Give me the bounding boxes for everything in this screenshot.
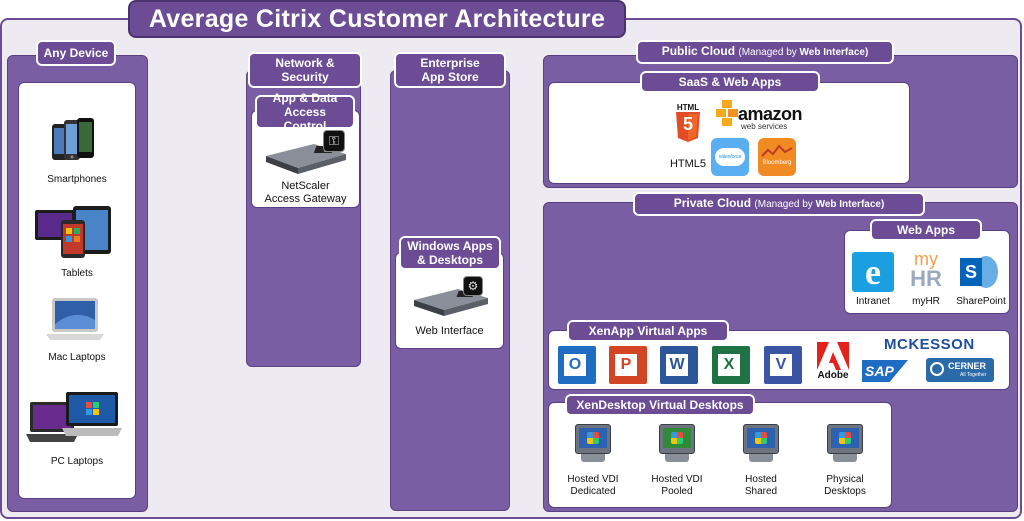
access-control-line2: Access Control (261, 105, 349, 133)
word-letter: W (666, 354, 688, 376)
bloomberg-text: Bloomberg (758, 160, 796, 166)
desktop-label-line1: Hosted (721, 474, 801, 486)
myhr-label: myHR (896, 296, 956, 308)
any-device-header: Any Device (36, 40, 116, 66)
desktop-label-line2: Shared (721, 486, 801, 498)
intranet-ie-icon: e (852, 252, 894, 292)
access-control-line1: App & Data (261, 91, 349, 105)
xendesktop-header-text: XenDesktop Virtual Desktops (576, 398, 743, 412)
private-cloud-close: ) (881, 199, 884, 210)
web-interface-label: Web Interface (395, 325, 504, 337)
xendesktop-header: XenDesktop Virtual Desktops (565, 394, 755, 416)
desktop-label-line1: Physical (805, 474, 885, 486)
web-interface-gear-icon: ⚙ (463, 276, 483, 296)
salesforce-text: salesforce (719, 154, 742, 160)
excel-icon: X (712, 346, 750, 384)
windows-apps-header: Windows Apps& Desktops (399, 236, 501, 270)
myhr-logo-icon: my HR (903, 250, 949, 292)
adobe-logo-icon (817, 342, 849, 370)
netscaler-line1: NetScaler (251, 180, 360, 193)
desktop-label-line1: Hosted VDI (553, 474, 633, 486)
network-security-header: Network &Security (248, 52, 362, 88)
public-cloud-close: ) (865, 47, 868, 58)
smartphones-icon (50, 116, 96, 166)
pc-laptops-label: PC Laptops (18, 456, 136, 468)
desktop-monitor-icon (827, 424, 863, 464)
mac-laptop-icon (44, 296, 106, 344)
network-header-line2: Security (275, 70, 334, 84)
store-header-line2: App Store (420, 70, 479, 84)
windows-apps-line1: Windows Apps (407, 239, 492, 253)
web-apps-header: Web Apps (870, 219, 982, 241)
web-apps-header-text: Web Apps (897, 223, 955, 237)
key-icon: ⚿ (323, 130, 345, 152)
public-cloud-web-interface: Web Interface (800, 47, 865, 58)
mac-laptops-label: Mac Laptops (18, 352, 136, 364)
visio-icon: V (764, 346, 802, 384)
saas-header-text: SaaS & Web Apps (679, 75, 782, 89)
public-cloud-header: Public Cloud (Managed by Web Interface) (636, 40, 894, 64)
xenapp-header-text: XenApp Virtual Apps (589, 324, 708, 338)
private-cloud-managed: (Managed by (754, 199, 815, 210)
salesforce-icon: salesforce (711, 138, 749, 176)
word-icon: W (660, 346, 698, 384)
powerpoint-letter: P (615, 354, 637, 376)
private-cloud-title: Private Cloud (674, 196, 751, 210)
desktop-label-line2: Pooled (637, 486, 717, 498)
private-cloud-web-interface: Web Interface (816, 199, 881, 210)
sharepoint-letter: S (960, 258, 982, 286)
network-header-line1: Network & (275, 56, 334, 70)
pc-laptops-icon (26, 390, 122, 448)
outlook-icon: O (558, 346, 596, 384)
cerner-logo: CERNER All Together (926, 358, 994, 382)
adobe-text: Adobe (812, 370, 854, 381)
intranet-label: Intranet (843, 296, 903, 308)
diagram-title: Average Citrix Customer Architecture (128, 0, 626, 38)
public-cloud-title: Public Cloud (662, 44, 735, 58)
desktop-monitor-icon (743, 424, 779, 464)
sharepoint-icon: S (960, 254, 1000, 290)
windows-apps-line2: & Desktops (407, 253, 492, 267)
desktop-label-line2: Dedicated (553, 486, 633, 498)
sap-text: SAP (865, 363, 894, 379)
bloomberg-icon: Bloomberg (758, 138, 796, 176)
amazon-webservices-text: web services (741, 122, 787, 131)
saas-header: SaaS & Web Apps (640, 71, 820, 93)
html5-number: 5 (675, 114, 701, 135)
myhr-bottom-text: HR (903, 268, 949, 290)
cerner-text: CERNER (948, 361, 986, 371)
desktop-label-line2: Desktops (805, 486, 885, 498)
tablets-icon (33, 206, 113, 262)
desktop-monitor-icon (659, 424, 695, 464)
smartphones-label: Smartphones (18, 174, 136, 186)
cerner-sub-text: All Together (960, 372, 986, 378)
public-cloud-managed: (Managed by (738, 47, 799, 58)
netscaler-line2: Access Gateway (251, 193, 360, 206)
html5-label: HTML5 (666, 158, 710, 170)
tablets-label: Tablets (18, 268, 136, 280)
store-header-line1: Enterprise (420, 56, 479, 70)
mckesson-logo: MCKESSON (884, 336, 975, 353)
html5-badge-text: HTML (675, 103, 701, 112)
cerner-swirl-icon (930, 362, 944, 376)
desktop-label-line1: Hosted VDI (637, 474, 717, 486)
outlook-letter: O (564, 354, 586, 376)
visio-letter: V (770, 354, 792, 376)
xenapp-header: XenApp Virtual Apps (567, 320, 729, 342)
private-cloud-header: Private Cloud (Managed by Web Interface) (633, 192, 925, 216)
sharepoint-label: SharePoint (950, 296, 1012, 308)
desktop-monitor-icon (575, 424, 611, 464)
any-device-header-text: Any Device (44, 46, 109, 60)
powerpoint-icon: P (609, 346, 647, 384)
excel-letter: X (718, 354, 740, 376)
